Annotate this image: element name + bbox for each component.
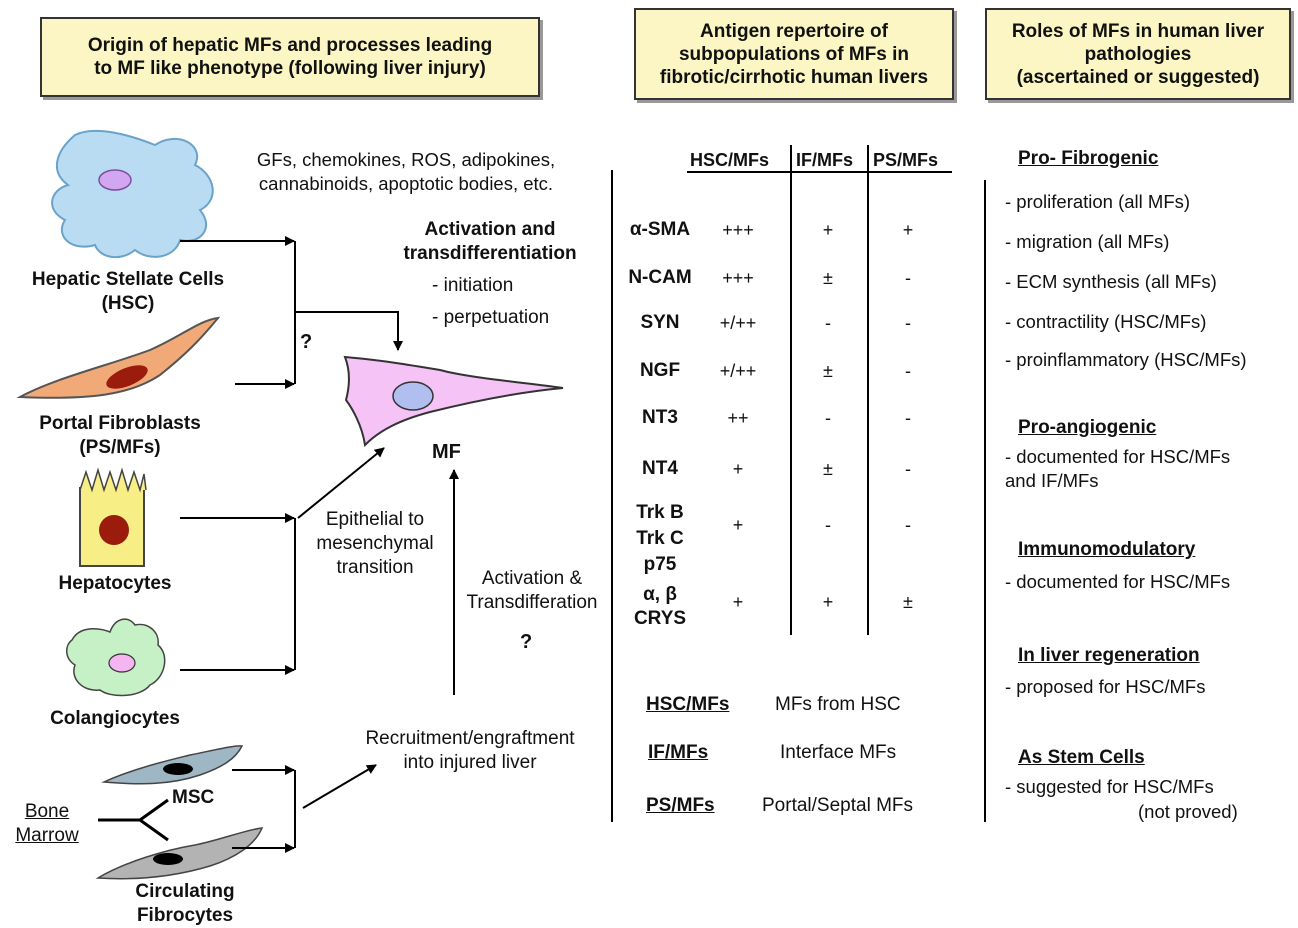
immunomodulatory-title: Immunomodulatory bbox=[1018, 539, 1196, 560]
row-marker: N-CAM bbox=[628, 267, 692, 288]
row-marker: α-SMA bbox=[629, 219, 691, 240]
row-if-value: - bbox=[825, 408, 831, 428]
hepatocyte-cell-icon bbox=[79, 467, 147, 567]
fibrogenic-item: - migration (all MFs) bbox=[1005, 231, 1170, 252]
pro-angiogenic-title: Pro-angiogenic bbox=[1018, 417, 1157, 438]
activation-title: Activation and transdifferentiation bbox=[403, 219, 577, 264]
row-hsc-value: + bbox=[732, 515, 744, 535]
row-if-value: - bbox=[825, 515, 831, 535]
fibrogenic-item: - proliferation (all MFs) bbox=[1005, 191, 1191, 212]
hepatocytes-label: Hepatocytes bbox=[58, 573, 172, 594]
stem-cells-text: - suggested for HSC/MFs bbox=[1005, 776, 1214, 797]
origin-header: Origin of hepatic MFs and processes lead… bbox=[40, 17, 540, 97]
perpetuation-text: - perpetuation bbox=[432, 307, 550, 328]
row-if-value: ± bbox=[823, 361, 833, 381]
row-if-value: ± bbox=[823, 459, 833, 479]
row-hsc-value: ++ bbox=[727, 408, 749, 428]
question-mark-1: ? bbox=[300, 331, 313, 353]
stimuli-text: GFs, chemokines, ROS, adipokines, cannab… bbox=[256, 149, 556, 194]
row-ps-value: + bbox=[902, 220, 914, 240]
hsc-label: Hepatic Stellate Cells (HSC) bbox=[31, 269, 225, 314]
msc-label: MSC bbox=[172, 787, 215, 808]
mf-label: MF bbox=[432, 441, 461, 463]
row-hsc-value: +++ bbox=[722, 268, 754, 288]
fibrocyte-cell-icon bbox=[95, 827, 264, 880]
legend-abbr-if: IF/MFs bbox=[648, 742, 709, 763]
row-if-value: + bbox=[822, 220, 834, 240]
roles-header: Roles of MFs in human liver pathologies … bbox=[985, 8, 1291, 100]
row-hsc-value: +/++ bbox=[719, 361, 757, 381]
fibrocytes-label: Circulating Fibrocytes bbox=[135, 881, 235, 926]
pro-fibrogenic-title: Pro- Fibrogenic bbox=[1018, 148, 1159, 169]
legend-desc-hsc: MFs from HSC bbox=[775, 694, 901, 715]
antigen-header: Antigen repertoire of subpopulations of … bbox=[634, 8, 954, 100]
activation-transdiff-text: Activation & Transdifferation bbox=[466, 568, 598, 613]
bone-marrow-label: Bone Marrow bbox=[15, 801, 79, 846]
colangiocyte-cell-icon bbox=[66, 618, 166, 697]
row-ps-value: - bbox=[905, 268, 911, 288]
legend-desc-if: Interface MFs bbox=[780, 742, 897, 763]
row-ps-value: ± bbox=[903, 592, 913, 612]
row-ps-value: - bbox=[905, 515, 911, 535]
col-header-hsc: HSC/MFs bbox=[690, 150, 770, 170]
pro-angiogenic-text: - documented for HSC/MFs and IF/MFs bbox=[1005, 446, 1231, 491]
msc-cell-icon bbox=[101, 745, 244, 785]
row-marker: Trk B Trk C p75 bbox=[636, 502, 684, 575]
stem-cells-note: (not proved) bbox=[1138, 801, 1238, 822]
portal-fibroblast-cell-icon bbox=[16, 316, 221, 399]
row-marker: NT3 bbox=[642, 407, 678, 428]
row-ps-value: - bbox=[905, 408, 911, 428]
hsc-cell-icon bbox=[51, 129, 214, 259]
row-marker: NGF bbox=[639, 360, 681, 381]
row-marker: NT4 bbox=[642, 458, 678, 479]
legend-abbr-hsc: HSC/MFs bbox=[646, 694, 730, 715]
row-marker: α, β CRYS bbox=[633, 584, 687, 629]
row-hsc-value: + bbox=[732, 592, 744, 612]
immunomodulatory-text: - documented for HSC/MFs bbox=[1005, 571, 1231, 592]
row-ps-value: - bbox=[905, 313, 911, 333]
row-if-value: ± bbox=[823, 268, 833, 288]
regeneration-text: - proposed for HSC/MFs bbox=[1005, 676, 1206, 697]
stem-cells-title: As Stem Cells bbox=[1018, 747, 1145, 768]
regeneration-title: In liver regeneration bbox=[1018, 645, 1200, 666]
row-if-value: + bbox=[822, 592, 834, 612]
colangiocytes-label: Colangiocytes bbox=[50, 708, 180, 729]
col-header-if: IF/MFs bbox=[796, 150, 853, 170]
fibrogenic-item: - contractility (HSC/MFs) bbox=[1005, 311, 1207, 332]
row-ps-value: - bbox=[905, 459, 911, 479]
legend-desc-ps: Portal/Septal MFs bbox=[762, 795, 913, 816]
row-ps-value: - bbox=[905, 361, 911, 381]
recruitment-text: Recruitment/engraftment into injured liv… bbox=[365, 728, 575, 773]
emt-text: Epithelial to mesenchymal transition bbox=[316, 509, 434, 578]
row-hsc-value: +++ bbox=[722, 220, 754, 240]
row-hsc-value: + bbox=[732, 459, 744, 479]
portal-fibroblast-label: Portal Fibroblasts (PS/MFs) bbox=[39, 413, 201, 458]
fibrogenic-item: - ECM synthesis (all MFs) bbox=[1005, 271, 1217, 292]
question-mark-2: ? bbox=[520, 631, 533, 653]
fibrogenic-item: - proinflammatory (HSC/MFs) bbox=[1005, 349, 1247, 370]
row-hsc-value: +/++ bbox=[719, 313, 757, 333]
col-header-ps: PS/MFs bbox=[873, 150, 939, 170]
row-if-value: - bbox=[825, 313, 831, 333]
row-marker: SYN bbox=[640, 312, 680, 333]
initiation-text: - initiation bbox=[432, 275, 514, 296]
legend-abbr-ps: PS/MFs bbox=[646, 795, 715, 816]
mf-cell-icon bbox=[343, 355, 564, 448]
